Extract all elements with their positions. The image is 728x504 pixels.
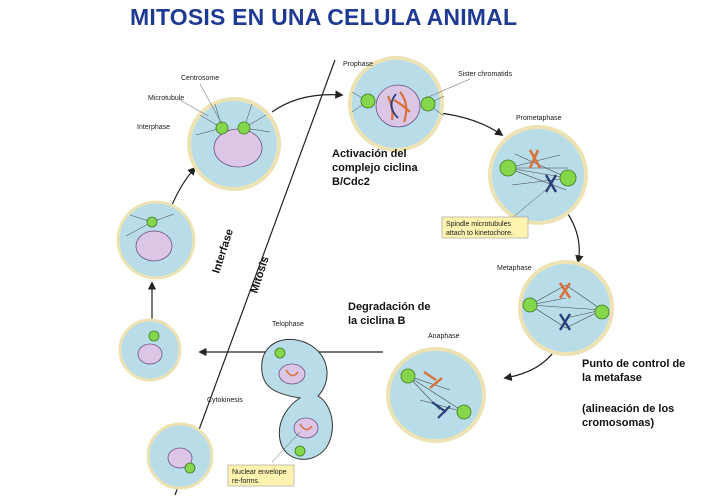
centrosome-icon: [594, 304, 610, 320]
cell-early-g1: [118, 318, 182, 382]
mitosis-division-label: Mitosis: [248, 255, 271, 295]
note-degradation: Degradación de la ciclina B: [348, 301, 431, 327]
cell-prophase: [348, 56, 445, 152]
label-interphase: Interphase: [137, 124, 170, 131]
cell-metaphase: [518, 260, 614, 356]
cell-anaphase: [386, 347, 486, 443]
note-checkpoint: Punto de control de la metafase: [582, 358, 686, 384]
centrosome-icon: [274, 347, 286, 359]
centrosome-icon: [215, 121, 229, 135]
nucleus: [135, 230, 173, 262]
phase-divider-line: [174, 59, 336, 496]
interphase-division-label: Interfase: [210, 228, 236, 275]
svg-text:Spindle microtubules: Spindle microtubules: [446, 221, 511, 228]
centrosome-icon: [148, 330, 160, 342]
arrow-g1-to-interphase: [171, 166, 197, 206]
nucleus: [167, 447, 193, 469]
centrosome-icon: [360, 93, 376, 109]
arrow-interphase-to-prophase: [271, 90, 344, 113]
svg-text:attach to kinetochore.: attach to kinetochore.: [446, 230, 513, 237]
label-anaphase: Anaphase: [428, 333, 460, 340]
cell-daughter-bottom: [146, 422, 214, 490]
callout-nuclear-envelope: Nuclear envelope re-forms.: [227, 464, 295, 487]
arrow-prometaphase-to-metaphase: [567, 213, 584, 264]
arrow-prophase-to-prometaphase: [439, 112, 504, 136]
centrosome-icon: [499, 159, 517, 177]
label-cytokinesis: Cytokinesis: [207, 397, 243, 404]
label-prometaphase: Prometaphase: [516, 115, 562, 122]
label-telophase: Telophase: [272, 321, 304, 328]
label-microtubule: Microtubule: [148, 95, 184, 102]
centrosome-icon: [294, 445, 306, 457]
nucleus: [375, 84, 421, 128]
centrosome-icon: [420, 96, 436, 112]
label-prophase: Prophase: [343, 61, 373, 68]
svg-text:re-forms.: re-forms.: [232, 478, 260, 485]
label-metaphase: Metaphase: [497, 265, 532, 272]
note-alignment: (alineación de los cromosomas): [582, 403, 675, 429]
centrosome-icon: [237, 121, 251, 135]
centrosome-icon: [456, 404, 472, 420]
note-activation: Activación del complejo ciclina B/Cdc2: [332, 148, 418, 188]
nucleus: [137, 343, 163, 365]
cell-telophase-cytokinesis: [261, 338, 333, 460]
arrow-metaphase-to-anaphase: [503, 349, 556, 382]
centrosome-icon: [146, 216, 158, 228]
cell-prometaphase: [488, 125, 588, 225]
centrosome-icon: [522, 297, 538, 313]
callout-spindle: Spindle microtubules attach to kinetocho…: [441, 216, 529, 239]
centrosome-icon: [184, 462, 196, 474]
svg-text:Nuclear envelope: Nuclear envelope: [232, 469, 287, 476]
nucleus: [278, 363, 306, 385]
label-sister-chromatids: Sister chromatids: [458, 71, 513, 78]
nucleus: [293, 417, 319, 439]
cell-interphase: [187, 97, 281, 191]
label-centrosome: Centrosome: [181, 75, 219, 82]
centrosome-icon: [559, 169, 577, 187]
nucleus: [213, 128, 263, 168]
cell-g1: [116, 200, 196, 280]
page-title: MITOSIS EN UNA CELULA ANIMAL: [130, 4, 518, 30]
centrosome-icon: [400, 368, 416, 384]
